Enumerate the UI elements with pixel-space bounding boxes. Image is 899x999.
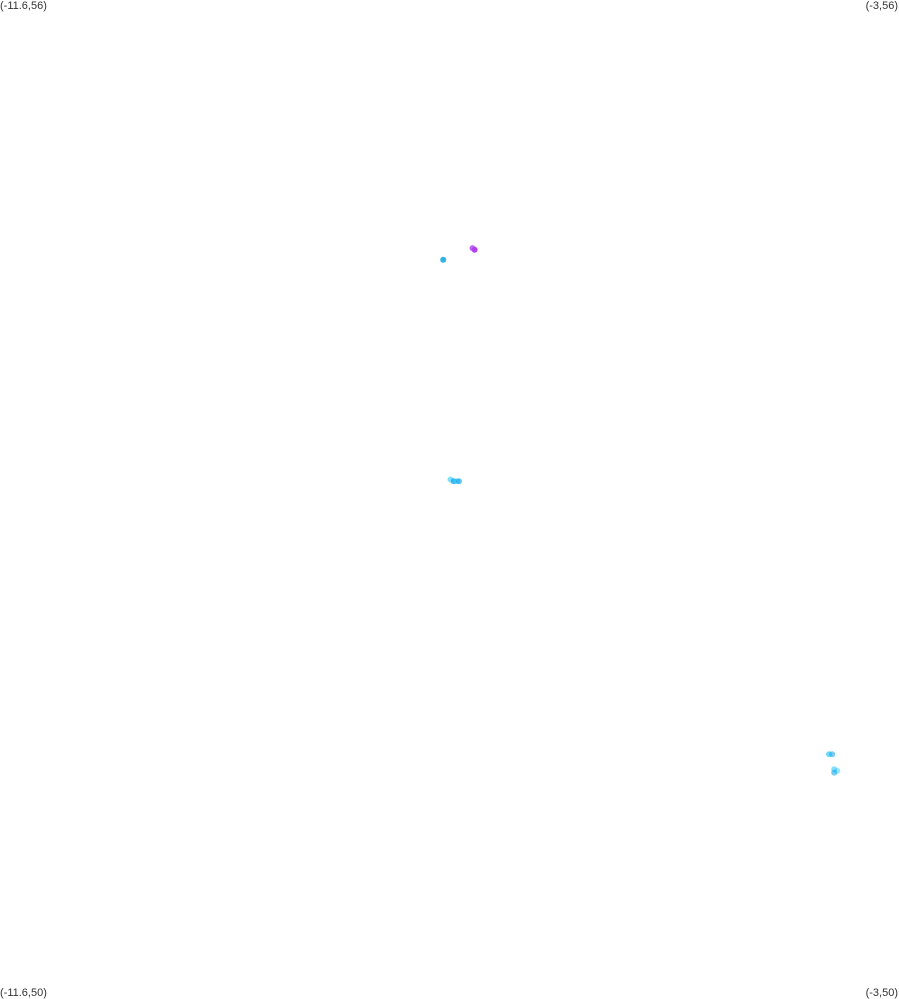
- map-point-purple-2[interactable]: [469, 245, 476, 252]
- corner-label-bottom-right: (-3,50): [865, 987, 898, 999]
- corner-label-top-left: (-11.6,56): [0, 0, 47, 12]
- map-point-cyan-c2[interactable]: [829, 751, 836, 758]
- corner-label-top-right: (-3,56): [865, 0, 898, 12]
- map-point-cyan-c5[interactable]: [831, 769, 838, 776]
- map-point-cyan-a1[interactable]: [440, 256, 447, 263]
- map-point-cyan-b4[interactable]: [455, 478, 462, 485]
- corner-label-bottom-left: (-11.6,50): [0, 987, 47, 999]
